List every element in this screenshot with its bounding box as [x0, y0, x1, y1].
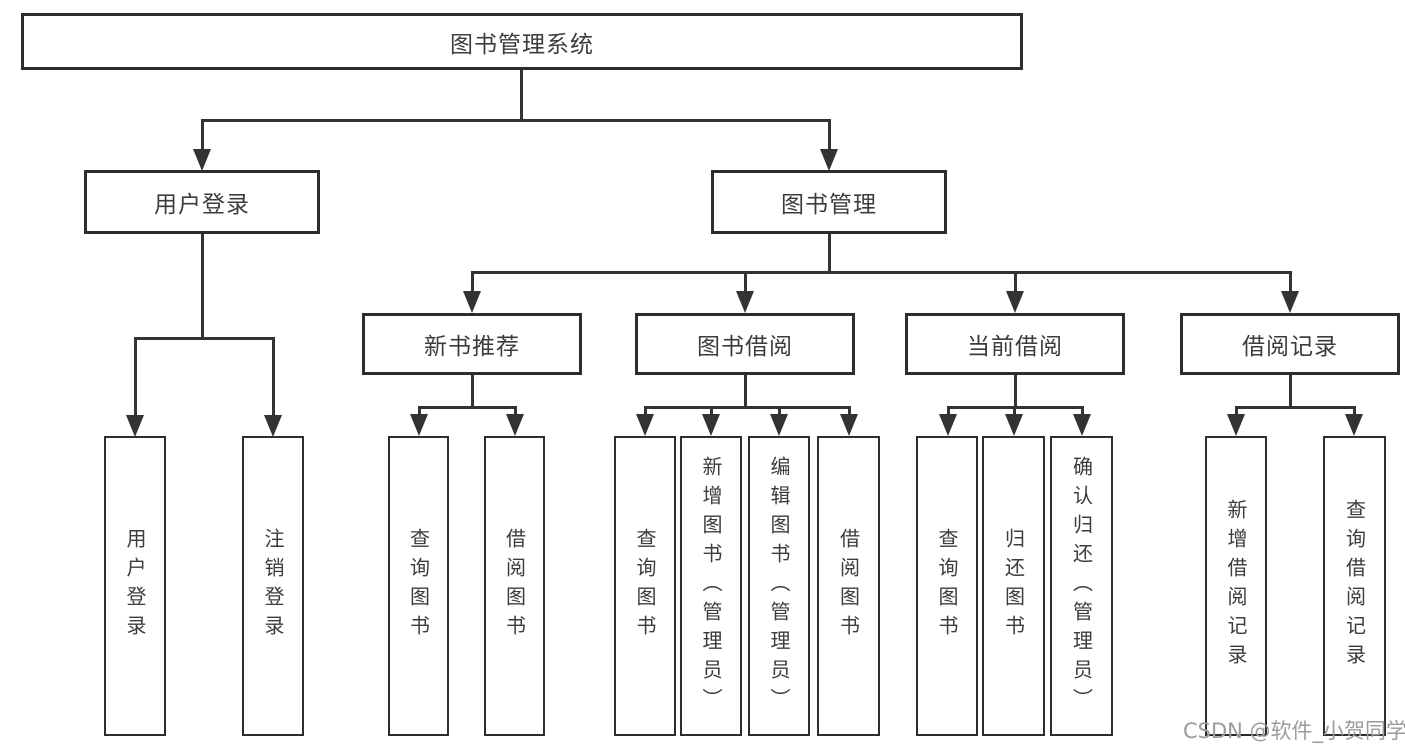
connector-leaf-stub — [1235, 406, 1238, 418]
node-label: 编辑图书（管理员） — [767, 455, 791, 717]
connector-to-book-management — [828, 119, 831, 150]
node-label: 新书推荐 — [424, 334, 520, 360]
diagram-leaf-add-borrow-record: 新增借阅记录 — [1205, 436, 1267, 736]
arrowhead-down-icon — [1006, 291, 1024, 313]
connector-book-management-stem — [828, 234, 831, 274]
connector-root-rail — [201, 119, 831, 122]
connector-borrowing-records-rail — [1235, 406, 1356, 409]
watermark: CSDN @软件_小贺同学 — [1183, 719, 1405, 743]
diagram-node-user-login: 用户登录 — [84, 170, 320, 234]
node-label: 图书管理系统 — [450, 31, 594, 58]
diagram-node-book-management: 图书管理 — [711, 170, 947, 234]
diagram-leaf-query-books-3: 查询图书 — [916, 436, 978, 736]
connector-leaf-stub — [710, 406, 713, 418]
connector-leaf-stub — [644, 406, 647, 418]
connector-new-book-rail — [418, 406, 517, 409]
diagram-leaf-borrow-books-1: 借阅图书 — [484, 436, 545, 736]
node-label: 借阅图书 — [836, 528, 861, 644]
arrowhead-down-icon — [126, 415, 144, 437]
node-label: 新增借阅记录 — [1224, 499, 1248, 673]
connector-to-leaf-user-login — [134, 337, 137, 417]
connector-leaf-stub — [1081, 406, 1084, 418]
connector-borrowing-records-stem — [1289, 375, 1292, 409]
connector-to-user-login — [201, 119, 204, 150]
node-label: 用户登录 — [154, 192, 250, 218]
connector-leaf-stub — [778, 406, 781, 418]
connector-user-login-stem — [201, 234, 204, 340]
arrowhead-down-icon — [840, 414, 858, 436]
connector-to-current-borrowing — [1014, 271, 1017, 293]
connector-leaf-stub — [418, 406, 421, 418]
connector-to-leaf-logout — [272, 337, 275, 417]
node-label: 查询图书 — [633, 528, 657, 644]
diagram-leaf-query-borrow-record: 查询借阅记录 — [1323, 436, 1386, 736]
connector-current-borrowing-stem — [1014, 375, 1017, 409]
arrowhead-down-icon — [463, 291, 481, 313]
diagram-leaf-query-books-2: 查询图书 — [614, 436, 676, 736]
arrowhead-down-icon — [1281, 291, 1299, 313]
arrowhead-down-icon — [1345, 414, 1363, 436]
arrowhead-down-icon — [702, 414, 720, 436]
node-label: 查询图书 — [406, 528, 431, 644]
connector-leaf-stub — [1013, 406, 1016, 418]
connector-to-new-book — [471, 271, 474, 293]
connector-leaf-stub — [947, 406, 950, 418]
node-label: 查询借阅记录 — [1342, 499, 1367, 673]
connector-new-book-stem — [471, 375, 474, 409]
node-label: 确认归还（管理员） — [1069, 455, 1094, 717]
arrowhead-down-icon — [636, 414, 654, 436]
connector-user-login-rail — [134, 337, 275, 340]
node-label: 新增图书（管理员） — [699, 455, 723, 717]
node-label: 查询图书 — [935, 528, 959, 644]
diagram-leaf-confirm-return-admin: 确认归还（管理员） — [1050, 436, 1113, 736]
node-label: 图书借阅 — [697, 334, 793, 360]
diagram-leaf-user-login: 用户登录 — [104, 436, 166, 736]
connector-book-borrowing-rail — [644, 406, 851, 409]
node-label: 借阅记录 — [1242, 334, 1338, 360]
arrowhead-down-icon — [770, 414, 788, 436]
connector-book-management-rail — [471, 271, 1291, 274]
arrowhead-down-icon — [820, 149, 838, 171]
arrowhead-down-icon — [506, 414, 524, 436]
node-label: 用户登录 — [123, 528, 147, 644]
arrowhead-down-icon — [1227, 414, 1245, 436]
connector-to-book-borrowing — [744, 271, 747, 293]
diagram-node-root: 图书管理系统 — [21, 13, 1023, 70]
arrowhead-down-icon — [1005, 414, 1023, 436]
diagram-leaf-query-books-1: 查询图书 — [388, 436, 449, 736]
node-label: 图书管理 — [781, 192, 877, 218]
diagram-leaf-edit-book-admin: 编辑图书（管理员） — [748, 436, 810, 736]
connector-book-borrowing-stem — [744, 375, 747, 409]
arrowhead-down-icon — [264, 415, 282, 437]
diagram-node-new-book-recommendation: 新书推荐 — [362, 313, 582, 375]
arrowhead-down-icon — [736, 291, 754, 313]
diagram-leaf-borrow-books-2: 借阅图书 — [817, 436, 880, 736]
diagram-leaf-return-book: 归还图书 — [982, 436, 1045, 736]
arrowhead-down-icon — [939, 414, 957, 436]
connector-leaf-stub — [514, 406, 517, 418]
connector-to-borrowing-records — [1289, 271, 1292, 293]
diagram-node-current-borrowing: 当前借阅 — [905, 313, 1125, 375]
diagram-leaf-add-book-admin: 新增图书（管理员） — [680, 436, 742, 736]
node-label: 注销登录 — [261, 528, 285, 644]
diagram-node-book-borrowing: 图书借阅 — [635, 313, 855, 375]
diagram-node-borrowing-records: 借阅记录 — [1180, 313, 1400, 375]
arrowhead-down-icon — [193, 149, 211, 171]
diagram-leaf-logout: 注销登录 — [242, 436, 304, 736]
connector-root-stem — [520, 70, 523, 121]
arrowhead-down-icon — [410, 414, 428, 436]
connector-leaf-stub — [1353, 406, 1356, 418]
connector-leaf-stub — [848, 406, 851, 418]
node-label: 借阅图书 — [502, 528, 527, 644]
node-label: 当前借阅 — [967, 334, 1063, 360]
node-label: 归还图书 — [1001, 528, 1026, 644]
arrowhead-down-icon — [1073, 414, 1091, 436]
